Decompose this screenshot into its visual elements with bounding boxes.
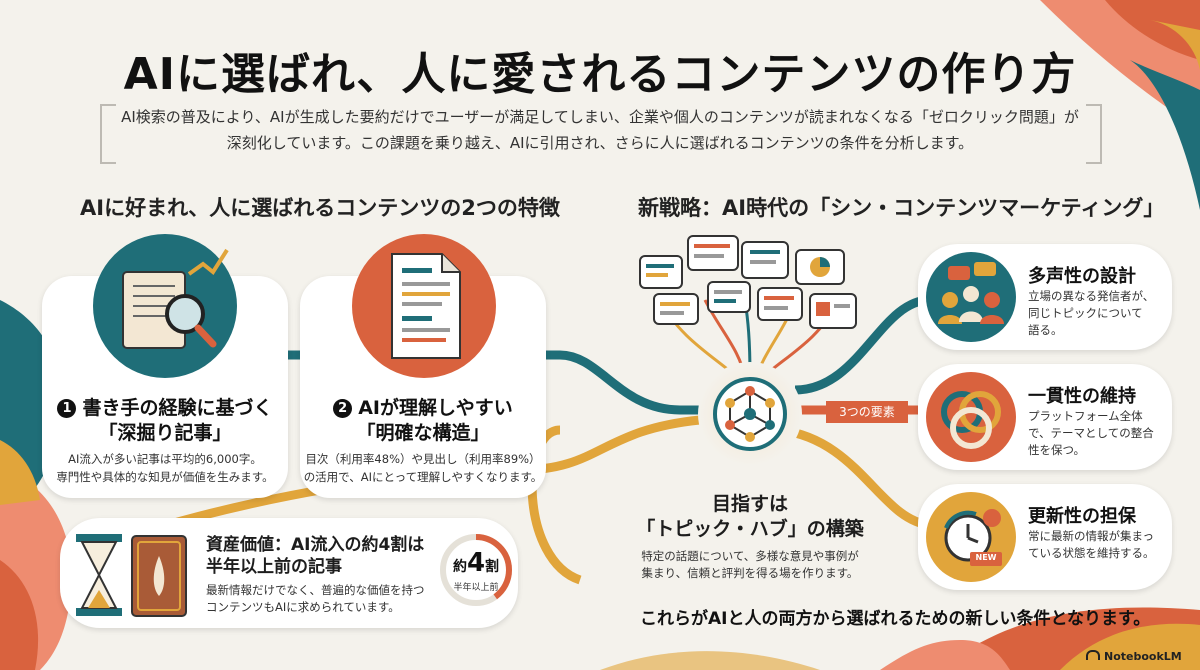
feature1-body-line1: AI流入が多い記事は平均的6,000字。	[68, 452, 262, 466]
hub-body-line2: 集まり、信頼と評判を得る場を作ります。	[641, 566, 859, 580]
asset-heading-line2: 半年以上前の記事	[206, 557, 342, 577]
feature2-heading-line1: AIが理解しやすい	[358, 397, 513, 419]
share-gauge: 約4割 半年以上前	[438, 532, 514, 608]
speech-bubbles-illustration	[639, 235, 857, 329]
feature1-heading-line2: 「深掘り記事」	[98, 422, 232, 444]
multivoice-icon-circle	[926, 252, 1016, 342]
intro-text: AI検索の普及により、AIが生成した要約だけでユーザーが満足してしまい、企業や個…	[100, 104, 1100, 162]
right-section-title: 新戦略：AI時代の「シン・コンテンツマーケティング」	[638, 196, 1165, 220]
people-discussion-icon	[938, 262, 1004, 324]
share-gauge-arc	[440, 534, 512, 606]
element3-title: 更新性の担保	[1028, 506, 1136, 527]
element1-line3: 語る。	[1028, 323, 1063, 337]
intro-bracket-right	[1086, 104, 1102, 164]
element3-body: 常に最新の情報が集まっ ている状態を維持する。	[1028, 528, 1168, 562]
clock-refresh-icon	[944, 509, 1002, 566]
intro-line-1: AI検索の普及により、AIが生成した要約だけでユーザーが満足してしまい、企業や個…	[121, 108, 1079, 126]
element2-line2: で、テーマとしての整合	[1028, 426, 1154, 440]
element1-line1: 立場の異なる発信者が、	[1028, 289, 1155, 303]
element1-line2: 同じトピックについて	[1028, 306, 1143, 320]
brand-mark: NotebookLM	[1086, 650, 1182, 663]
feature2-body-line1: 目次（利用率48%）や見出し（利用率89%）	[305, 452, 541, 466]
structured-document-icon	[391, 253, 461, 359]
asset-body-line1: 最新情報だけでなく、普遍的な価値を持つ	[206, 583, 425, 597]
element1-title: 多声性の設計	[1028, 266, 1136, 287]
feature1-heading-line1: 書き手の経験に基づく	[82, 397, 273, 419]
feature2-heading-line2: 「明確な構造」	[356, 422, 490, 444]
feature1-body: AI流入が多い記事は平均的6,000字。 専門性や具体的な知見が価値を生みます。	[42, 450, 288, 486]
element2-line1: プラットフォーム全体	[1028, 409, 1143, 423]
feature1-number-badge: 1	[57, 399, 77, 418]
hub-goal: 目指すは 「トピック・ハブ」の構築 特定の話題について、多様な意見や事例が 集ま…	[600, 492, 900, 582]
feature2-body: 目次（利用率48%）や見出し（利用率89%） の活用で、AIにとって理解しやすく…	[300, 450, 546, 486]
feature2-heading: 2 AIが理解しやすい 「明確な構造」	[300, 396, 546, 446]
share-number: 4	[466, 548, 486, 578]
element2-line3: 性を保つ。	[1028, 443, 1086, 457]
magnifier-document-icon	[122, 248, 229, 349]
deep-article-icon-circle	[93, 234, 237, 378]
page-title: AIに選ばれ、人に愛されるコンテンツの作り方	[123, 49, 1077, 100]
notebooklm-logo-icon	[1086, 650, 1100, 660]
element2-title: 一貫性の維持	[1028, 386, 1136, 407]
intro-bracket-left	[100, 104, 116, 164]
three-elements-tag: 3つの要素	[826, 401, 908, 423]
share-gauge-ring	[440, 534, 512, 606]
freshness-icon-circle: NEW	[926, 492, 1016, 582]
feature1-heading: 1 書き手の経験に基づく 「深掘り記事」	[42, 396, 288, 446]
conclusion-text: これらがAIと人の両方から選ばれるための新しい条件となります。	[640, 609, 1151, 629]
new-badge: NEW	[975, 553, 997, 562]
left-section-title: AIに好まれ、人に選ばれるコンテンツの2つの特徴	[80, 196, 560, 220]
element2-body: プラットフォーム全体 で、テーマとしての整合 性を保つ。	[1028, 408, 1166, 459]
intro-line-2: 深刻化しています。この課題を乗り越え、AIに引用され、さらに人に選ばれるコンテン…	[226, 134, 974, 152]
share-gauge-sub: 半年以上前	[453, 583, 499, 593]
brand-name: NotebookLM	[1104, 650, 1182, 663]
asset-body-line2: コンテンツもAIに求められています。	[206, 600, 400, 614]
interlocking-rings-icon	[941, 391, 1001, 449]
clear-structure-icon-circle	[352, 234, 496, 378]
feature2-number-badge: 2	[333, 399, 353, 418]
element3-line1: 常に最新の情報が集まっ	[1028, 529, 1155, 543]
element1-body: 立場の異なる発信者が、 同じトピックについて 語る。	[1028, 288, 1166, 339]
share-suffix: 割	[485, 559, 500, 575]
feature1-body-line2: 専門性や具体的な知見が価値を生みます。	[56, 470, 274, 484]
share-prefix: 約	[452, 559, 467, 575]
network-cube-icon	[725, 386, 775, 442]
hourglass-book-icon	[76, 534, 187, 617]
asset-heading-line1: 資産価値：AI流入の約4割は	[206, 535, 425, 555]
hub-goal-line1: 目指すは	[711, 493, 788, 515]
share-gauge-label: 約4割	[438, 548, 514, 578]
feature2-body-line2: の活用で、AIにとって理解しやすくなります。	[303, 470, 543, 484]
asset-value-text: 資産価値：AI流入の約4割は 半年以上前の記事 最新情報だけでなく、普遍的な価値…	[206, 534, 436, 616]
element3-line2: ている状態を維持する。	[1028, 546, 1155, 560]
hub-body-line1: 特定の話題について、多様な意見や事例が	[641, 549, 859, 563]
hub-goal-line2: 「トピック・ハブ」の構築	[636, 518, 864, 540]
consistency-icon-circle	[926, 372, 1016, 462]
topic-hub-node	[713, 377, 787, 451]
